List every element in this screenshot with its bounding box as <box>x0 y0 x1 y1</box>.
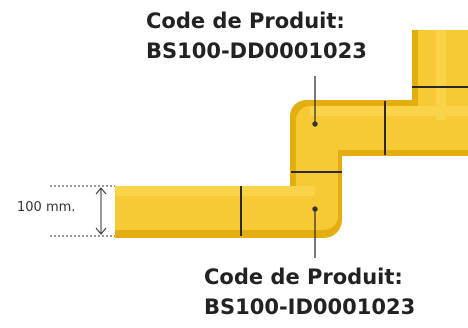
dimension-annotation <box>50 185 115 237</box>
dimension-arrow-up <box>95 187 107 195</box>
dimension-label: 100 mm. <box>17 200 76 215</box>
product-code-label-top: Code de Produit: BS100-DD0001023 <box>146 6 367 66</box>
product-code-top-heading: Code de Produit: <box>146 9 345 33</box>
leader-dot-bottom <box>312 206 318 212</box>
tray-middle-highlight <box>310 106 468 116</box>
tray-highlights <box>115 30 468 196</box>
leader-lines <box>312 76 318 258</box>
tray-upper-highlight <box>436 30 446 120</box>
leader-dot-top <box>312 121 318 127</box>
product-code-label-bottom: Code de Produit: BS100-ID0001023 <box>204 262 415 322</box>
dimension-arrow-down <box>95 227 107 235</box>
tray-joints <box>240 86 468 236</box>
product-code-bottom-heading: Code de Produit: <box>204 265 403 289</box>
product-code-top-value: BS100-DD0001023 <box>146 39 367 63</box>
tray-lower-highlight <box>115 186 315 196</box>
tray-lower-bend-face <box>296 124 338 230</box>
product-code-bottom-value: BS100-ID0001023 <box>204 295 416 319</box>
tray-face-layer <box>115 30 468 230</box>
